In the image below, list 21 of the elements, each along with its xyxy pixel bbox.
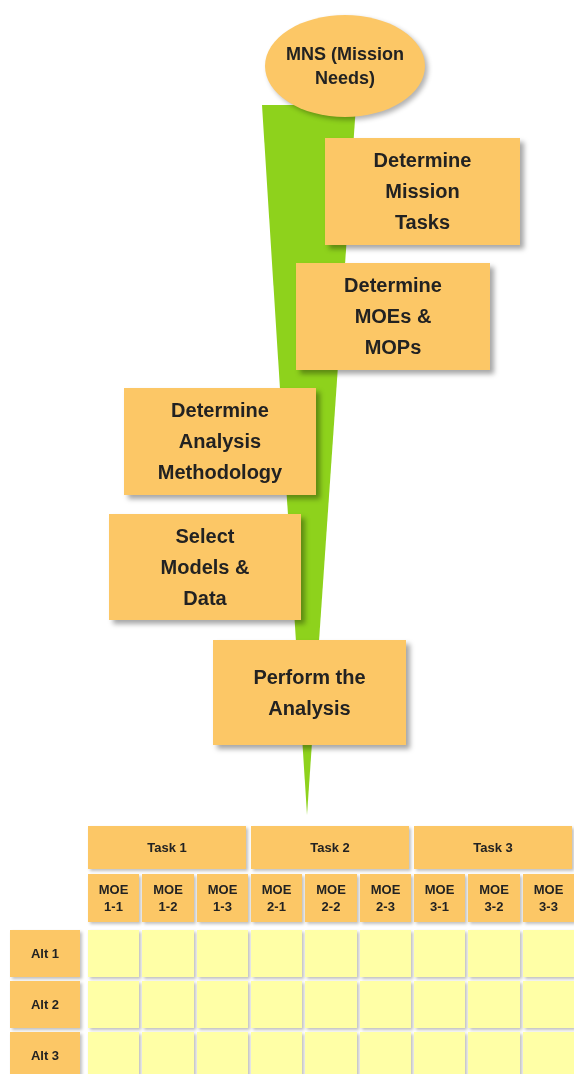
column-header: MOE 3-1 xyxy=(414,874,465,922)
column-header: MOE 1-3 xyxy=(197,874,248,922)
process-box: Determine MOEs & MOPs xyxy=(296,263,490,370)
column-header: Task 1 xyxy=(88,826,246,869)
column-header: MOE 2-3 xyxy=(360,874,411,922)
process-box: Determine Mission Tasks xyxy=(325,138,520,245)
column-header: Task 3 xyxy=(414,826,572,869)
column-header: MOE 3-3 xyxy=(523,874,574,922)
column-header: MOE 1-2 xyxy=(142,874,194,922)
column-header: MOE 3-2 xyxy=(468,874,520,922)
row-header: Alt 3 xyxy=(10,1032,80,1074)
process-box: Select Models & Data xyxy=(109,514,301,620)
column-header: MOE 2-1 xyxy=(251,874,302,922)
process-box: Perform the Analysis xyxy=(213,640,406,745)
row-header: Alt 2 xyxy=(10,981,80,1028)
ellipse-node: MNS (Mission Needs) xyxy=(265,15,425,117)
row-header: Alt 1 xyxy=(10,930,80,977)
process-box: Determine Analysis Methodology xyxy=(124,388,316,495)
column-header: Task 2 xyxy=(251,826,409,869)
column-header: MOE 2-2 xyxy=(305,874,357,922)
column-header: MOE 1-1 xyxy=(88,874,139,922)
